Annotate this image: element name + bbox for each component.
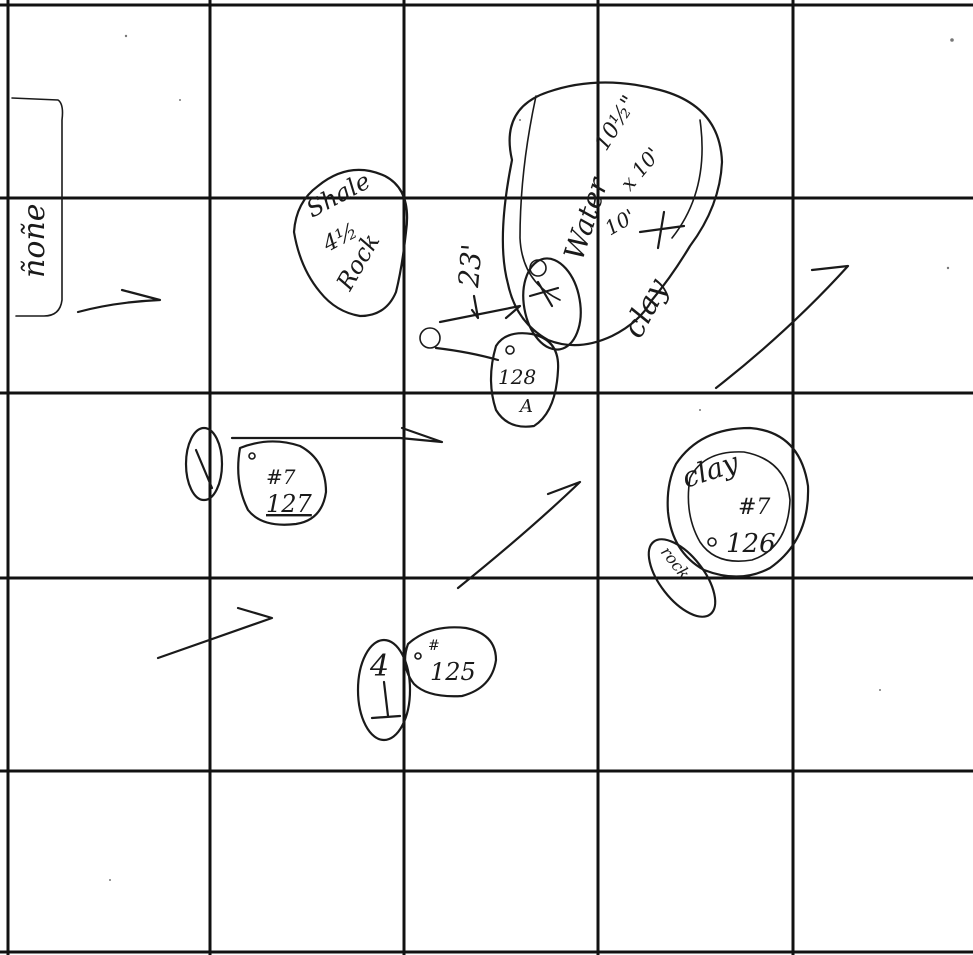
feature-128-label: 128 <box>498 365 536 389</box>
feature-125-number: 125 <box>430 658 476 686</box>
marker-4-label: 4 <box>369 649 389 684</box>
arrow <box>716 266 848 388</box>
junction-point <box>420 328 440 348</box>
distance-label: 23' <box>452 243 489 290</box>
marker-4-line <box>372 682 400 718</box>
margin-note: ñoñe <box>17 204 52 278</box>
arrow <box>78 290 160 312</box>
scan-specks <box>109 35 954 881</box>
feature-127-hash: #7 <box>266 465 296 489</box>
shale-label: Shale <box>302 167 375 224</box>
clay-right-label: clay <box>678 445 744 494</box>
feature-mark <box>530 282 558 306</box>
feature-127-small-oval <box>186 428 222 500</box>
arrow <box>158 608 272 658</box>
feature-128-sub: A <box>518 396 533 417</box>
feature-126-number: 126 <box>726 529 776 559</box>
feature-126-dot <box>708 538 716 546</box>
feature-127-number: 127 <box>266 490 313 518</box>
feature-126-hash: #7 <box>738 495 770 520</box>
feature-dot <box>530 260 546 276</box>
feature-128-dot <box>506 346 514 354</box>
arrow <box>458 482 580 588</box>
arrow <box>232 428 442 442</box>
margin-note-box: ñoñe <box>12 98 63 316</box>
feature-127-dot <box>249 453 255 459</box>
feature-125-dot <box>415 653 421 659</box>
clay-upper-label: clay <box>616 272 676 343</box>
water-dim-2: x 10' <box>615 143 665 196</box>
feature-125-hash: # <box>428 638 440 654</box>
